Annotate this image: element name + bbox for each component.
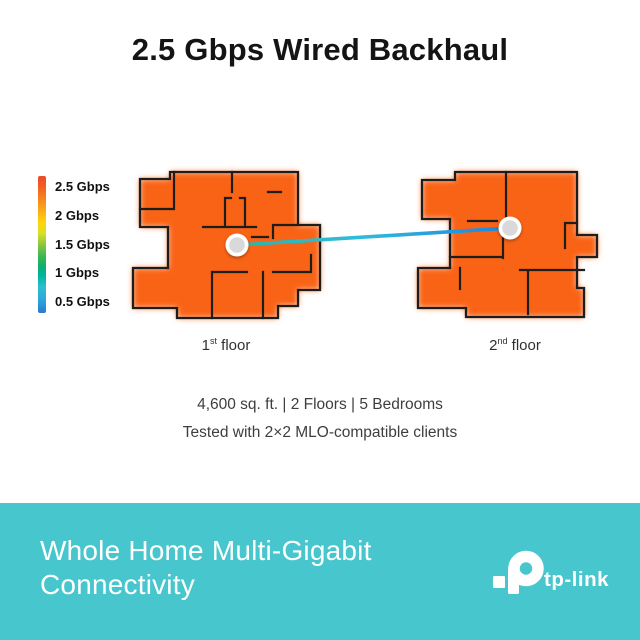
page-title: 2.5 Gbps Wired Backhaul <box>131 32 509 67</box>
floor-word: floor <box>511 337 541 354</box>
mesh-node-icon-first-floor <box>225 233 249 257</box>
floor-number: 1 <box>201 337 210 354</box>
interior-walls-first-floor <box>138 170 313 320</box>
speed-legend-labels: 2.5 Gbps 2 Gbps 1.5 Gbps 1 Gbps 0.5 Gbps <box>55 180 110 308</box>
legend-label: 1 Gbps <box>55 265 100 281</box>
specs-line-2: Tested with 2×2 MLO-compatible clients <box>182 424 458 441</box>
second-floor-label: 2nd floor <box>445 336 585 354</box>
floor-number: 2 <box>489 337 498 354</box>
banner-headline-line-2: Connectivity <box>40 569 195 600</box>
legend-label: 2.5 Gbps <box>55 179 110 194</box>
speed-gradient-bar <box>38 176 46 313</box>
legend-label: 0.5 Gbps <box>55 294 110 309</box>
banner-headline: Whole Home Multi-Gigabit Connectivity <box>40 534 372 602</box>
tp-link-logo-square <box>493 576 505 588</box>
floor-ordinal: nd <box>497 336 508 346</box>
mesh-node-icon-second-floor <box>498 216 522 240</box>
legend-label: 2 Gbps <box>55 207 100 223</box>
first-floor-label: 1st floor <box>156 336 296 354</box>
floor-word: floor <box>221 337 251 354</box>
specs-line-1: 4,600 sq. ft. | 2 Floors | 5 Bedrooms <box>197 396 443 413</box>
test-specs: 4,600 sq. ft. | 2 Floors | 5 Bedrooms Te… <box>0 391 640 447</box>
tp-link-logo: tp-link <box>493 550 609 594</box>
speed-legend: 2.5 Gbps 2 Gbps 1.5 Gbps 1 Gbps 0.5 Gbps <box>38 175 158 315</box>
floor-ordinal: st <box>209 336 217 346</box>
legend-label: 1.5 Gbps <box>55 236 110 252</box>
floor-plan-second-floor <box>416 170 599 319</box>
tp-link-logo-ring <box>508 550 544 587</box>
tp-link-logo-text: tp-link <box>544 568 609 591</box>
backhaul-link-line <box>235 226 512 247</box>
banner-headline-line-1: Whole Home Multi-Gigabit <box>40 535 372 566</box>
interior-walls-second-floor <box>448 170 586 316</box>
